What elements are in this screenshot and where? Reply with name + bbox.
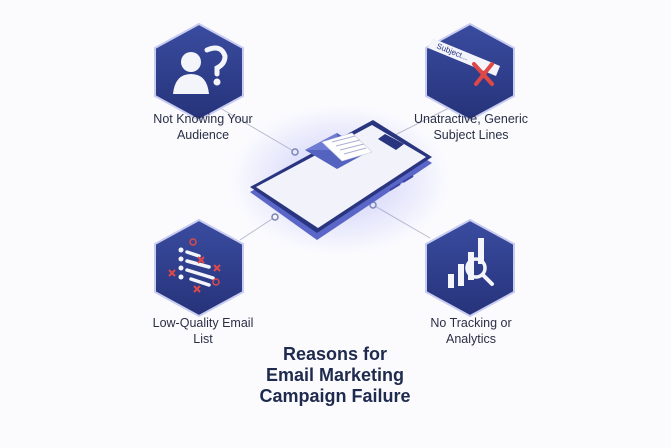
label-line: No Tracking or: [430, 316, 512, 330]
label-line: List: [193, 332, 213, 346]
label-line: Subject Lines: [433, 128, 509, 142]
phone-with-email-icon: [230, 105, 450, 255]
hexagon-email-list: [154, 218, 244, 318]
label-line: Audience: [176, 128, 230, 142]
title-line: Reasons for: [282, 344, 388, 364]
email-list-errors-icon: [168, 238, 221, 293]
title-line: Campaign Failure: [259, 386, 411, 406]
person-question-icon: [173, 45, 228, 94]
hexagon-subject-lines: Subject...: [425, 22, 515, 122]
title-line: Email Marketing: [265, 365, 405, 385]
hexagon-audience: [154, 22, 244, 122]
reason-label-analytics: No Tracking or Analytics: [381, 315, 561, 347]
label-line: Analytics: [445, 332, 497, 346]
label-line: Low-Quality Email: [152, 316, 254, 330]
hexagon-analytics: [425, 218, 515, 318]
label-line: Unatractive, Generic: [414, 112, 528, 126]
chart-magnifier-icon: [448, 238, 494, 288]
label-line: Not Knowing Your: [153, 112, 253, 126]
page-title: Reasons for Email Marketing Campaign Fai…: [215, 344, 455, 407]
